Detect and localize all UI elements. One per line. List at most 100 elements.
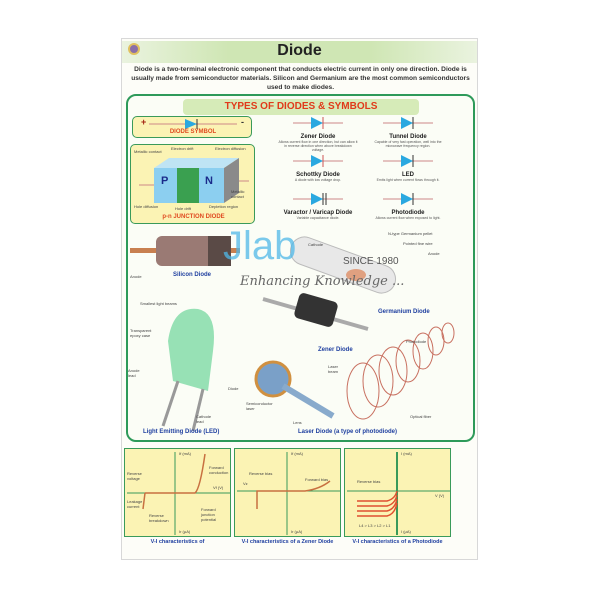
watermark-since: SINCE 1980 bbox=[343, 256, 399, 267]
symbol-varactor: Varactor / Varicap Diode Variable capaci… bbox=[278, 192, 358, 220]
tunnel-symbol-icon bbox=[383, 117, 433, 129]
poster-title: Diode bbox=[277, 42, 322, 59]
illustration-label: Diode bbox=[228, 386, 239, 391]
laser-diode-image bbox=[254, 360, 335, 419]
symbol-desc: Variable capacitance diode. bbox=[296, 216, 340, 220]
graph-label: If (mA) bbox=[291, 451, 303, 456]
graph-plot bbox=[347, 452, 450, 535]
graph-label: Reverse breakdown bbox=[149, 513, 169, 523]
title-band bbox=[122, 41, 477, 63]
led-caption: Light Emitting Diode (LED) bbox=[143, 429, 220, 435]
graph-zener-vi: If (mA) Reverse bias Forward bias Vz Ir … bbox=[234, 448, 341, 537]
symbol-name: Schottky Diode bbox=[296, 172, 340, 178]
illustration-label: Lens bbox=[293, 420, 302, 425]
watermark-tagline: Enhancing Knowledge ... bbox=[240, 274, 405, 289]
symbol-name: Tunnel Diode bbox=[389, 134, 427, 140]
illustration-label: Cathode lead bbox=[196, 414, 212, 424]
graph-label: Ir (μA) bbox=[291, 529, 303, 534]
graph-label: Forward conduction bbox=[209, 465, 229, 475]
types-frame: TYPES OF DIODES & SYMBOLS + - DIODE SYMB… bbox=[126, 94, 475, 442]
graph-label: V (V) bbox=[435, 493, 445, 498]
schottky-symbol-icon bbox=[293, 155, 343, 167]
diode-illustrations bbox=[130, 236, 455, 432]
symbol-name: LED bbox=[402, 172, 414, 178]
pn-label: Electron diffusion bbox=[215, 146, 246, 151]
illustration-label: Laser beam bbox=[328, 364, 339, 374]
symbol-desc: Allows current flow when exposed to ligh… bbox=[375, 216, 441, 220]
laser-diode-caption: Laser Diode (a type of photodiode) bbox=[298, 429, 398, 435]
graph-plot bbox=[127, 452, 230, 535]
illustration-label: Anode bbox=[130, 274, 142, 279]
pn-label: Metallic contact bbox=[231, 189, 245, 199]
symbol-desc: A diode with low voltage drop. bbox=[294, 178, 342, 182]
illustration-label: Pointed fine wire bbox=[403, 241, 433, 246]
illustration-label: Anode lead bbox=[128, 368, 140, 378]
photodiode-symbol-icon bbox=[383, 193, 433, 205]
plus-sign: + bbox=[141, 117, 147, 127]
silicon-diode-image bbox=[130, 236, 240, 266]
illustration-label: Smallest light beams bbox=[140, 301, 177, 306]
pn-label: Hole diffusion bbox=[134, 204, 159, 209]
diode-symbol-icon bbox=[149, 119, 237, 129]
zener-diode-caption: Zener Diode bbox=[318, 347, 353, 353]
graph-label: Leakage current bbox=[127, 499, 143, 509]
graph-plot bbox=[237, 452, 340, 535]
graph-label: Reverse bias bbox=[249, 471, 273, 476]
illustration-label: Anode bbox=[428, 251, 440, 256]
symbols-grid: Zener Diode Allows current flow in one d… bbox=[278, 116, 468, 226]
minus-sign: - bbox=[241, 117, 244, 127]
graph-label: Reverse bias bbox=[357, 479, 381, 484]
symbol-tunnel: Tunnel Diode Capable of very fast operat… bbox=[368, 116, 448, 148]
watermark-brand: Jlab bbox=[223, 224, 297, 268]
led-symbol-icon bbox=[383, 155, 433, 167]
led-image bbox=[161, 308, 214, 432]
symbol-zener: Zener Diode Allows current flow in one d… bbox=[278, 116, 358, 152]
pn-label: Hole drift bbox=[175, 206, 192, 211]
intro-text: Diode is a two-terminal electronic compo… bbox=[131, 66, 470, 91]
graph-label: L4 > L3 > L2 > L1 bbox=[359, 523, 391, 528]
pn-label: Electron drift bbox=[171, 146, 194, 151]
illustration-label: Cathode bbox=[308, 242, 324, 247]
graph-photodiode-vi: I (mA) Reverse bias V (V) L4 > L3 > L2 >… bbox=[344, 448, 451, 537]
logo-icon bbox=[128, 43, 140, 55]
graph-label: Vf (V) bbox=[213, 485, 224, 490]
symbol-name: Varactor / Varicap Diode bbox=[283, 210, 353, 216]
symbol-name: Zener Diode bbox=[300, 134, 336, 140]
symbol-desc: Allows current flow in one direction, bu… bbox=[278, 140, 358, 152]
varactor-symbol-icon bbox=[293, 193, 343, 205]
symbol-name: Photodiode bbox=[391, 210, 425, 216]
graph-diode-vi: If (mA) Vf (V) Reverse voltage Leakage c… bbox=[124, 448, 231, 537]
germanium-diode-image bbox=[289, 236, 397, 294]
graph-label: Vz bbox=[243, 481, 248, 486]
diode-symbol-label: DIODE SYMBOL bbox=[169, 129, 217, 135]
illustration-label: Semiconductor laser bbox=[246, 401, 273, 411]
symbol-desc: Emits light when current flows through i… bbox=[376, 178, 440, 182]
illustration-label: Optical fiber bbox=[410, 414, 432, 419]
illustration-label: Transparent epoxy case bbox=[130, 328, 152, 338]
symbol-schottky: Schottky Diode A diode with low voltage … bbox=[278, 154, 358, 182]
graph-label: Forward junction potential bbox=[201, 507, 217, 522]
n-region-label: N bbox=[205, 175, 213, 187]
pn-junction-box: P N Metallic contact Electron drift Elec… bbox=[130, 144, 255, 224]
types-heading: TYPES OF DIODES & SYMBOLS bbox=[183, 99, 419, 115]
graph-label: Forward bias bbox=[305, 477, 329, 482]
zener-diode-image bbox=[262, 293, 369, 331]
illustration-label: N-type Germanium pellet bbox=[388, 231, 433, 236]
pn-junction-label: p-n JUNCTION DIODE bbox=[162, 214, 225, 220]
optical-fiber-image bbox=[346, 322, 455, 420]
graph-label: If (mA) bbox=[179, 451, 191, 456]
graph-caption: V-I characteristics of bbox=[150, 539, 205, 545]
silicon-diode-caption: Silicon Diode bbox=[173, 272, 212, 278]
graph-caption: V-I characteristics of a Photodiode bbox=[352, 539, 443, 545]
symbol-led: LED Emits light when current flows throu… bbox=[368, 154, 448, 182]
symbol-desc: Capable of very fast operation, well int… bbox=[374, 140, 442, 148]
zener-symbol-icon bbox=[293, 117, 343, 129]
p-region-label: P bbox=[161, 175, 169, 187]
diode-symbol-box: + - DIODE SYMBOL bbox=[132, 116, 252, 138]
graph-caption: V-I characteristics of a Zener Diode bbox=[241, 539, 334, 545]
pn-junction-illustration bbox=[139, 158, 249, 203]
germanium-diode-caption: Germanium Diode bbox=[378, 309, 430, 315]
illustration-label: Photodiode bbox=[406, 339, 427, 344]
graph-label: Reverse voltage bbox=[127, 471, 142, 481]
graph-label: Ir (μA) bbox=[179, 529, 191, 534]
